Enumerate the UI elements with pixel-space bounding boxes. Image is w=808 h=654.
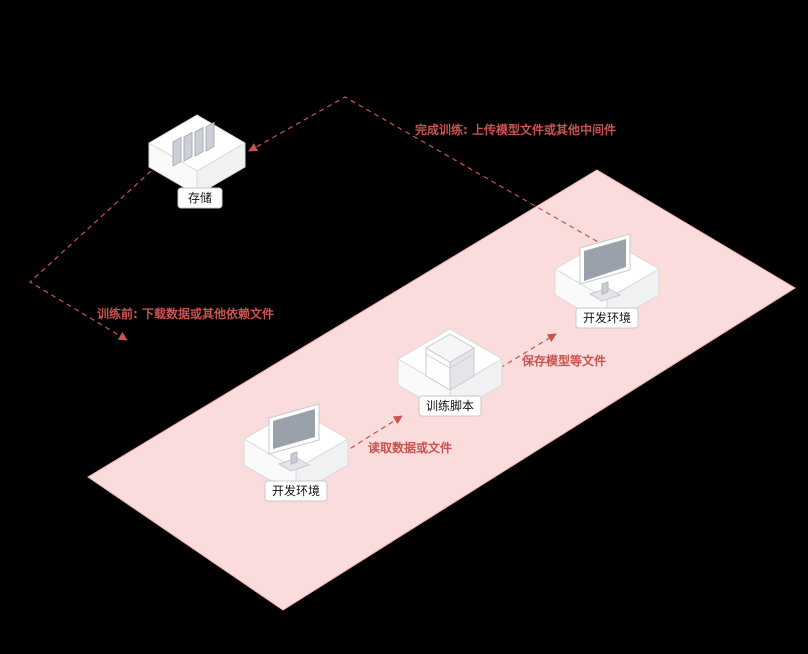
storage-node: 存储	[148, 114, 246, 209]
monitor-screen	[584, 239, 626, 281]
node-label: 开发环境	[272, 483, 320, 498]
monitor-stand	[601, 281, 609, 295]
edge-save-label: 保存模型等文件	[521, 353, 606, 368]
node-label-box	[575, 307, 639, 329]
node-label-box	[177, 187, 223, 209]
dev-env-right-node: 开发环境	[554, 233, 660, 329]
cube-lid-seam	[425, 353, 475, 369]
server-stack-icon	[172, 121, 215, 167]
edge-upload-label: 完成训练: 上传模型文件或其他中间件	[415, 122, 616, 137]
edge-download: 训练前: 下载数据或其他依赖文件	[29, 170, 274, 341]
monitor-icon	[579, 233, 631, 302]
cube-top-face	[425, 333, 475, 363]
node-label: 开发环境	[583, 310, 631, 325]
monitor-screen	[273, 409, 315, 449]
package-cube-icon	[425, 333, 475, 391]
server-slab	[205, 121, 215, 152]
server-slab	[194, 126, 204, 157]
node-label-box	[264, 480, 328, 502]
node-tile-right	[196, 142, 246, 196]
edge-read: 读取数据或文件	[342, 415, 452, 455]
server-slab	[183, 131, 193, 162]
edge-download-line	[29, 170, 152, 341]
node-label: 存储	[188, 190, 212, 205]
edge-read-label: 读取数据或文件	[368, 440, 452, 455]
edge-save-line	[499, 333, 557, 369]
node-label-box	[418, 395, 482, 417]
edge-save: 保存模型等文件	[499, 333, 606, 369]
monitor-icon	[268, 403, 320, 472]
edge-upload-line	[248, 96, 606, 247]
edge-upload: 完成训练: 上传模型文件或其他中间件	[248, 96, 616, 247]
training-script-node: 训练脚本	[397, 328, 503, 417]
edge-read-line	[342, 415, 403, 454]
node-label: 训练脚本	[426, 398, 474, 413]
server-slab	[172, 136, 182, 167]
monitor-stand	[290, 451, 298, 465]
edge-download-label: 训练前: 下载数据或其他依赖文件	[97, 306, 274, 321]
dev-env-left-node: 开发环境	[243, 403, 349, 502]
